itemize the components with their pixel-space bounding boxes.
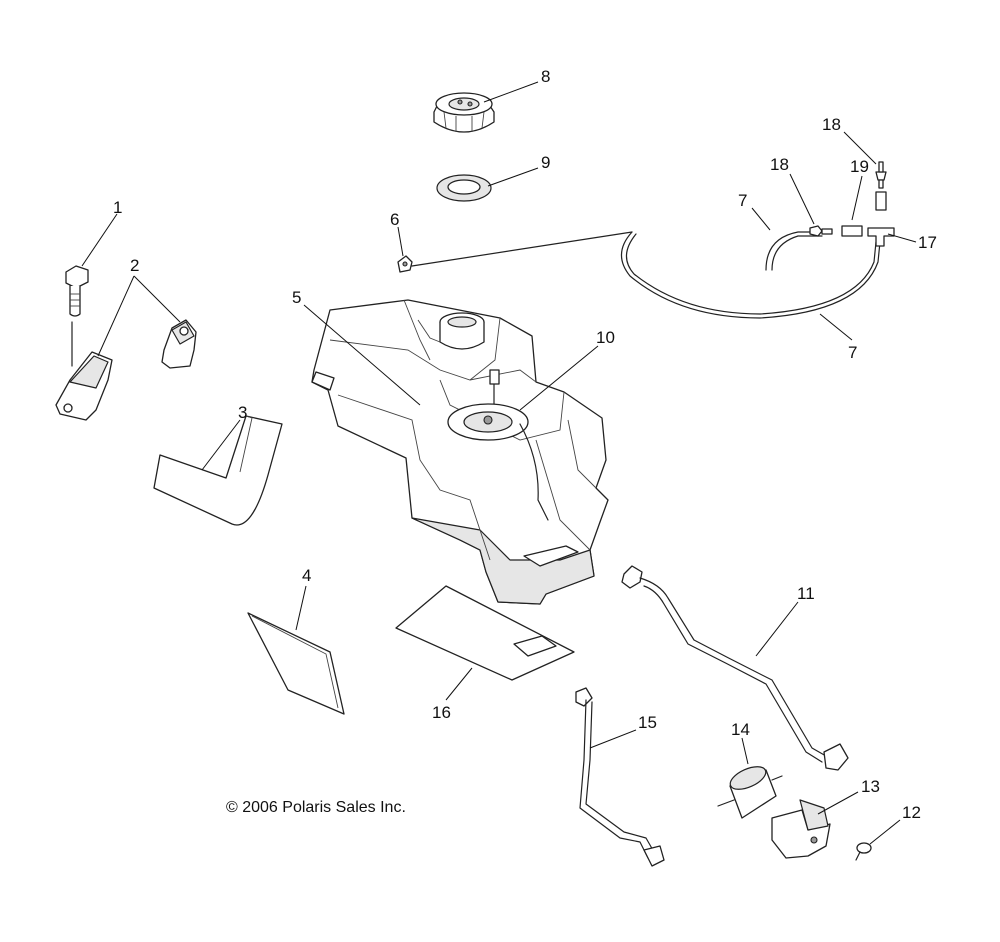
fuel-pump-part-10 (447, 369, 549, 521)
fuel-line-part-11 (621, 565, 849, 771)
screw-part-12 (855, 842, 872, 861)
pad-part-4 (247, 612, 345, 715)
bracket-part-2 (55, 319, 197, 421)
fuel-cap-part-8 (433, 92, 495, 133)
leader-lines (81, 81, 917, 845)
callout-12: 12 (902, 803, 921, 822)
fitting-part-6 (397, 255, 413, 273)
fuel-filter-part-14 (717, 766, 783, 819)
pad-part-3 (153, 415, 283, 526)
callout-labels: 1 2 3 4 5 6 7 7 8 9 10 11 12 13 14 15 16… (113, 67, 937, 822)
callout-16: 16 (432, 703, 451, 722)
callout-18-right: 18 (822, 115, 841, 134)
callout-2: 2 (130, 256, 139, 275)
callout-9: 9 (541, 153, 550, 172)
bracket-part-13 (771, 799, 831, 859)
callout-19: 19 (850, 157, 869, 176)
callout-4: 4 (302, 566, 311, 585)
callout-6: 6 (390, 210, 399, 229)
callout-1: 1 (113, 198, 122, 217)
tee-part-17 (867, 227, 895, 247)
copyright-notice: © 2006 Polaris Sales Inc. (226, 799, 406, 816)
callout-5: 5 (292, 288, 301, 307)
pad-part-16 (395, 585, 575, 681)
callout-13: 13 (861, 777, 880, 796)
callout-7-lower: 7 (848, 343, 857, 362)
callout-7-upper: 7 (738, 191, 747, 210)
bolt-part-1 (65, 265, 89, 367)
connector-part-19 (841, 191, 887, 237)
seal-ring-part-9 (436, 174, 492, 202)
vent-hose-part-7 (411, 231, 881, 319)
callout-8: 8 (541, 67, 550, 86)
callout-15: 15 (638, 713, 657, 732)
callout-17: 17 (918, 233, 937, 252)
fuel-line-part-15 (575, 687, 665, 867)
callout-18-left: 18 (770, 155, 789, 174)
callout-14: 14 (731, 720, 750, 739)
callout-10: 10 (596, 328, 615, 347)
fuel-tank-part-5 (311, 299, 609, 605)
callout-11: 11 (797, 584, 815, 603)
check-valve-part-18 (809, 161, 887, 237)
callout-3: 3 (238, 403, 247, 422)
